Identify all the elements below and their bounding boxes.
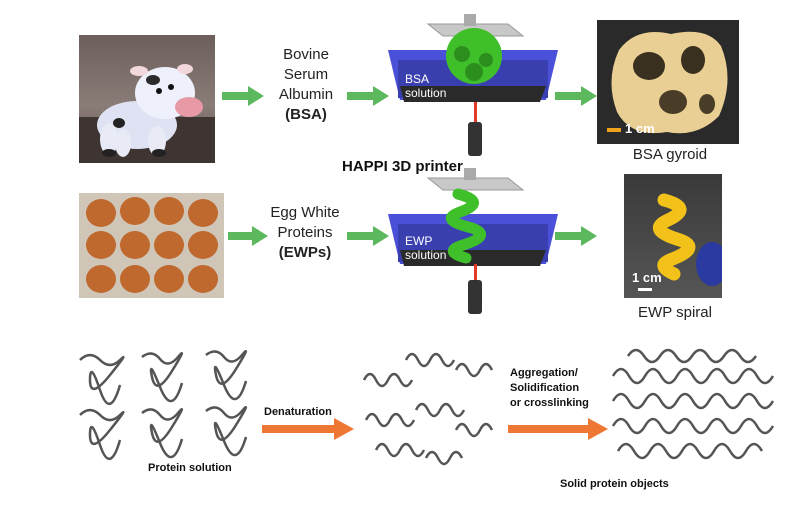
aggregation-label: Aggregation/ Solidification or crosslink… xyxy=(510,366,589,411)
arrow-right-icon xyxy=(508,418,608,440)
bsa-scale-label: 1 cm xyxy=(625,121,655,136)
cow-figure xyxy=(79,64,215,163)
ewp-tank-label-line1: EWP xyxy=(405,234,433,248)
printer-ewp xyxy=(388,168,558,314)
spiral-object xyxy=(652,193,722,286)
protein-solution-label: Protein solution xyxy=(148,462,232,474)
bsa-label-line3: Albumin xyxy=(278,86,334,103)
arrow-right-icon xyxy=(347,86,389,106)
gyroid-object xyxy=(611,31,728,134)
arrow-right-icon xyxy=(555,226,597,246)
cow-photo xyxy=(79,35,215,163)
aggregation-label-line3: or crosslinking xyxy=(510,397,589,409)
bsa-tank-label-line2: solution xyxy=(405,86,447,100)
printer-bsa xyxy=(388,14,558,156)
aggregation-label-line1: Aggregation/ xyxy=(510,367,578,379)
arrow-right-icon xyxy=(262,418,354,440)
solid-objects-label: Solid protein objects xyxy=(560,478,669,490)
ewp-scale-label: 1 cm xyxy=(632,270,662,285)
protein-solution-coils xyxy=(79,350,248,460)
ewp-tank-label-line2: solution xyxy=(405,248,447,262)
bsa-tank-label-line1: BSA xyxy=(405,72,430,86)
bsa-label-line1: Bovine xyxy=(283,46,329,63)
scale-bar xyxy=(638,288,652,291)
ewp-label-line1: Egg White xyxy=(270,204,340,221)
arrow-right-icon xyxy=(222,86,264,106)
bsa-gyroid-photo: 1 cm xyxy=(597,20,739,144)
aggregation-label-line2: Solidification xyxy=(510,382,580,394)
denatured-chains xyxy=(362,352,494,466)
bsa-label: Bovine Serum Albumin (BSA) xyxy=(266,45,346,125)
bsa-label-line2: Serum xyxy=(283,66,329,83)
arrow-right-icon xyxy=(228,226,268,246)
ewp-spiral-photo: 1 cm xyxy=(624,174,722,298)
arrow-right-icon xyxy=(555,86,597,106)
scale-bar xyxy=(607,128,621,132)
ewp-spiral-caption: EWP spiral xyxy=(638,304,712,321)
ewp-label: Egg White Proteins (EWPs) xyxy=(258,203,352,263)
bsa-label-abbr: (BSA) xyxy=(285,106,327,123)
solid-protein-network xyxy=(611,348,775,460)
denaturation-label: Denaturation xyxy=(264,406,332,418)
eggs-photo xyxy=(79,193,224,298)
arrow-right-icon xyxy=(347,226,389,246)
ewp-label-line2: Proteins xyxy=(277,224,333,241)
ewp-tank-label: EWP solution xyxy=(405,234,446,262)
printer-title: HAPPI 3D printer xyxy=(342,158,463,175)
eggs-carton xyxy=(79,193,224,298)
bsa-tank-label: BSA solution xyxy=(405,72,446,100)
ewp-label-abbr: (EWPs) xyxy=(278,244,332,261)
bsa-gyroid-caption: BSA gyroid xyxy=(632,146,708,163)
